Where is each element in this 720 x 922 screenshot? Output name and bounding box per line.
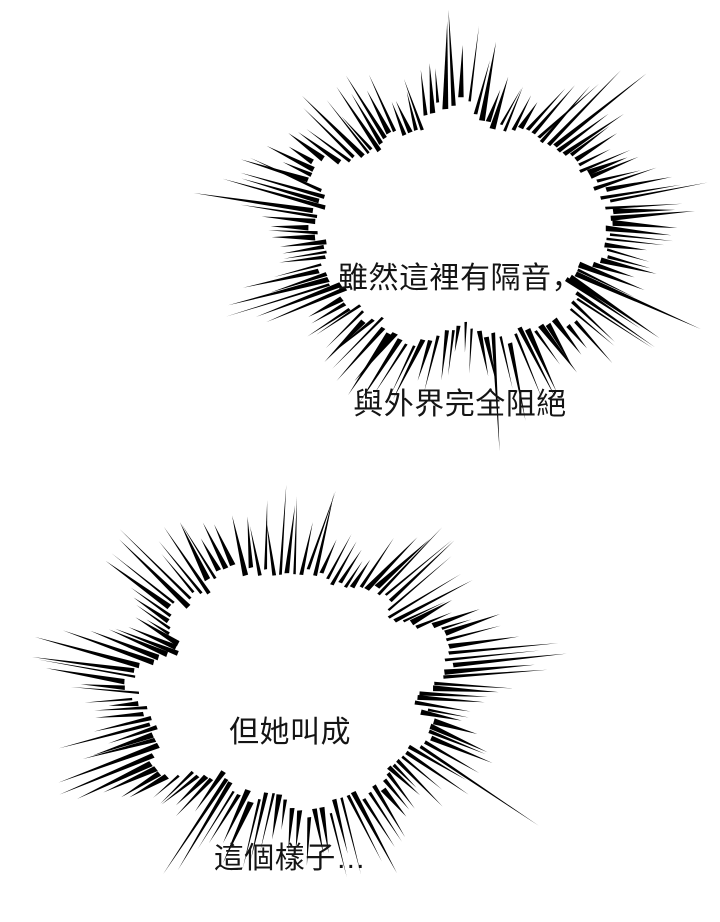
spiky-bubble-shape-2 [32, 484, 567, 878]
speech-bubble-2: 但她叫成 這個樣子… [30, 478, 567, 898]
spiky-bubble-shape-1 [193, 9, 708, 452]
speech-bubble-1: 雖然這裡有隔音， 與外界完全阻絕 [193, 9, 720, 452]
